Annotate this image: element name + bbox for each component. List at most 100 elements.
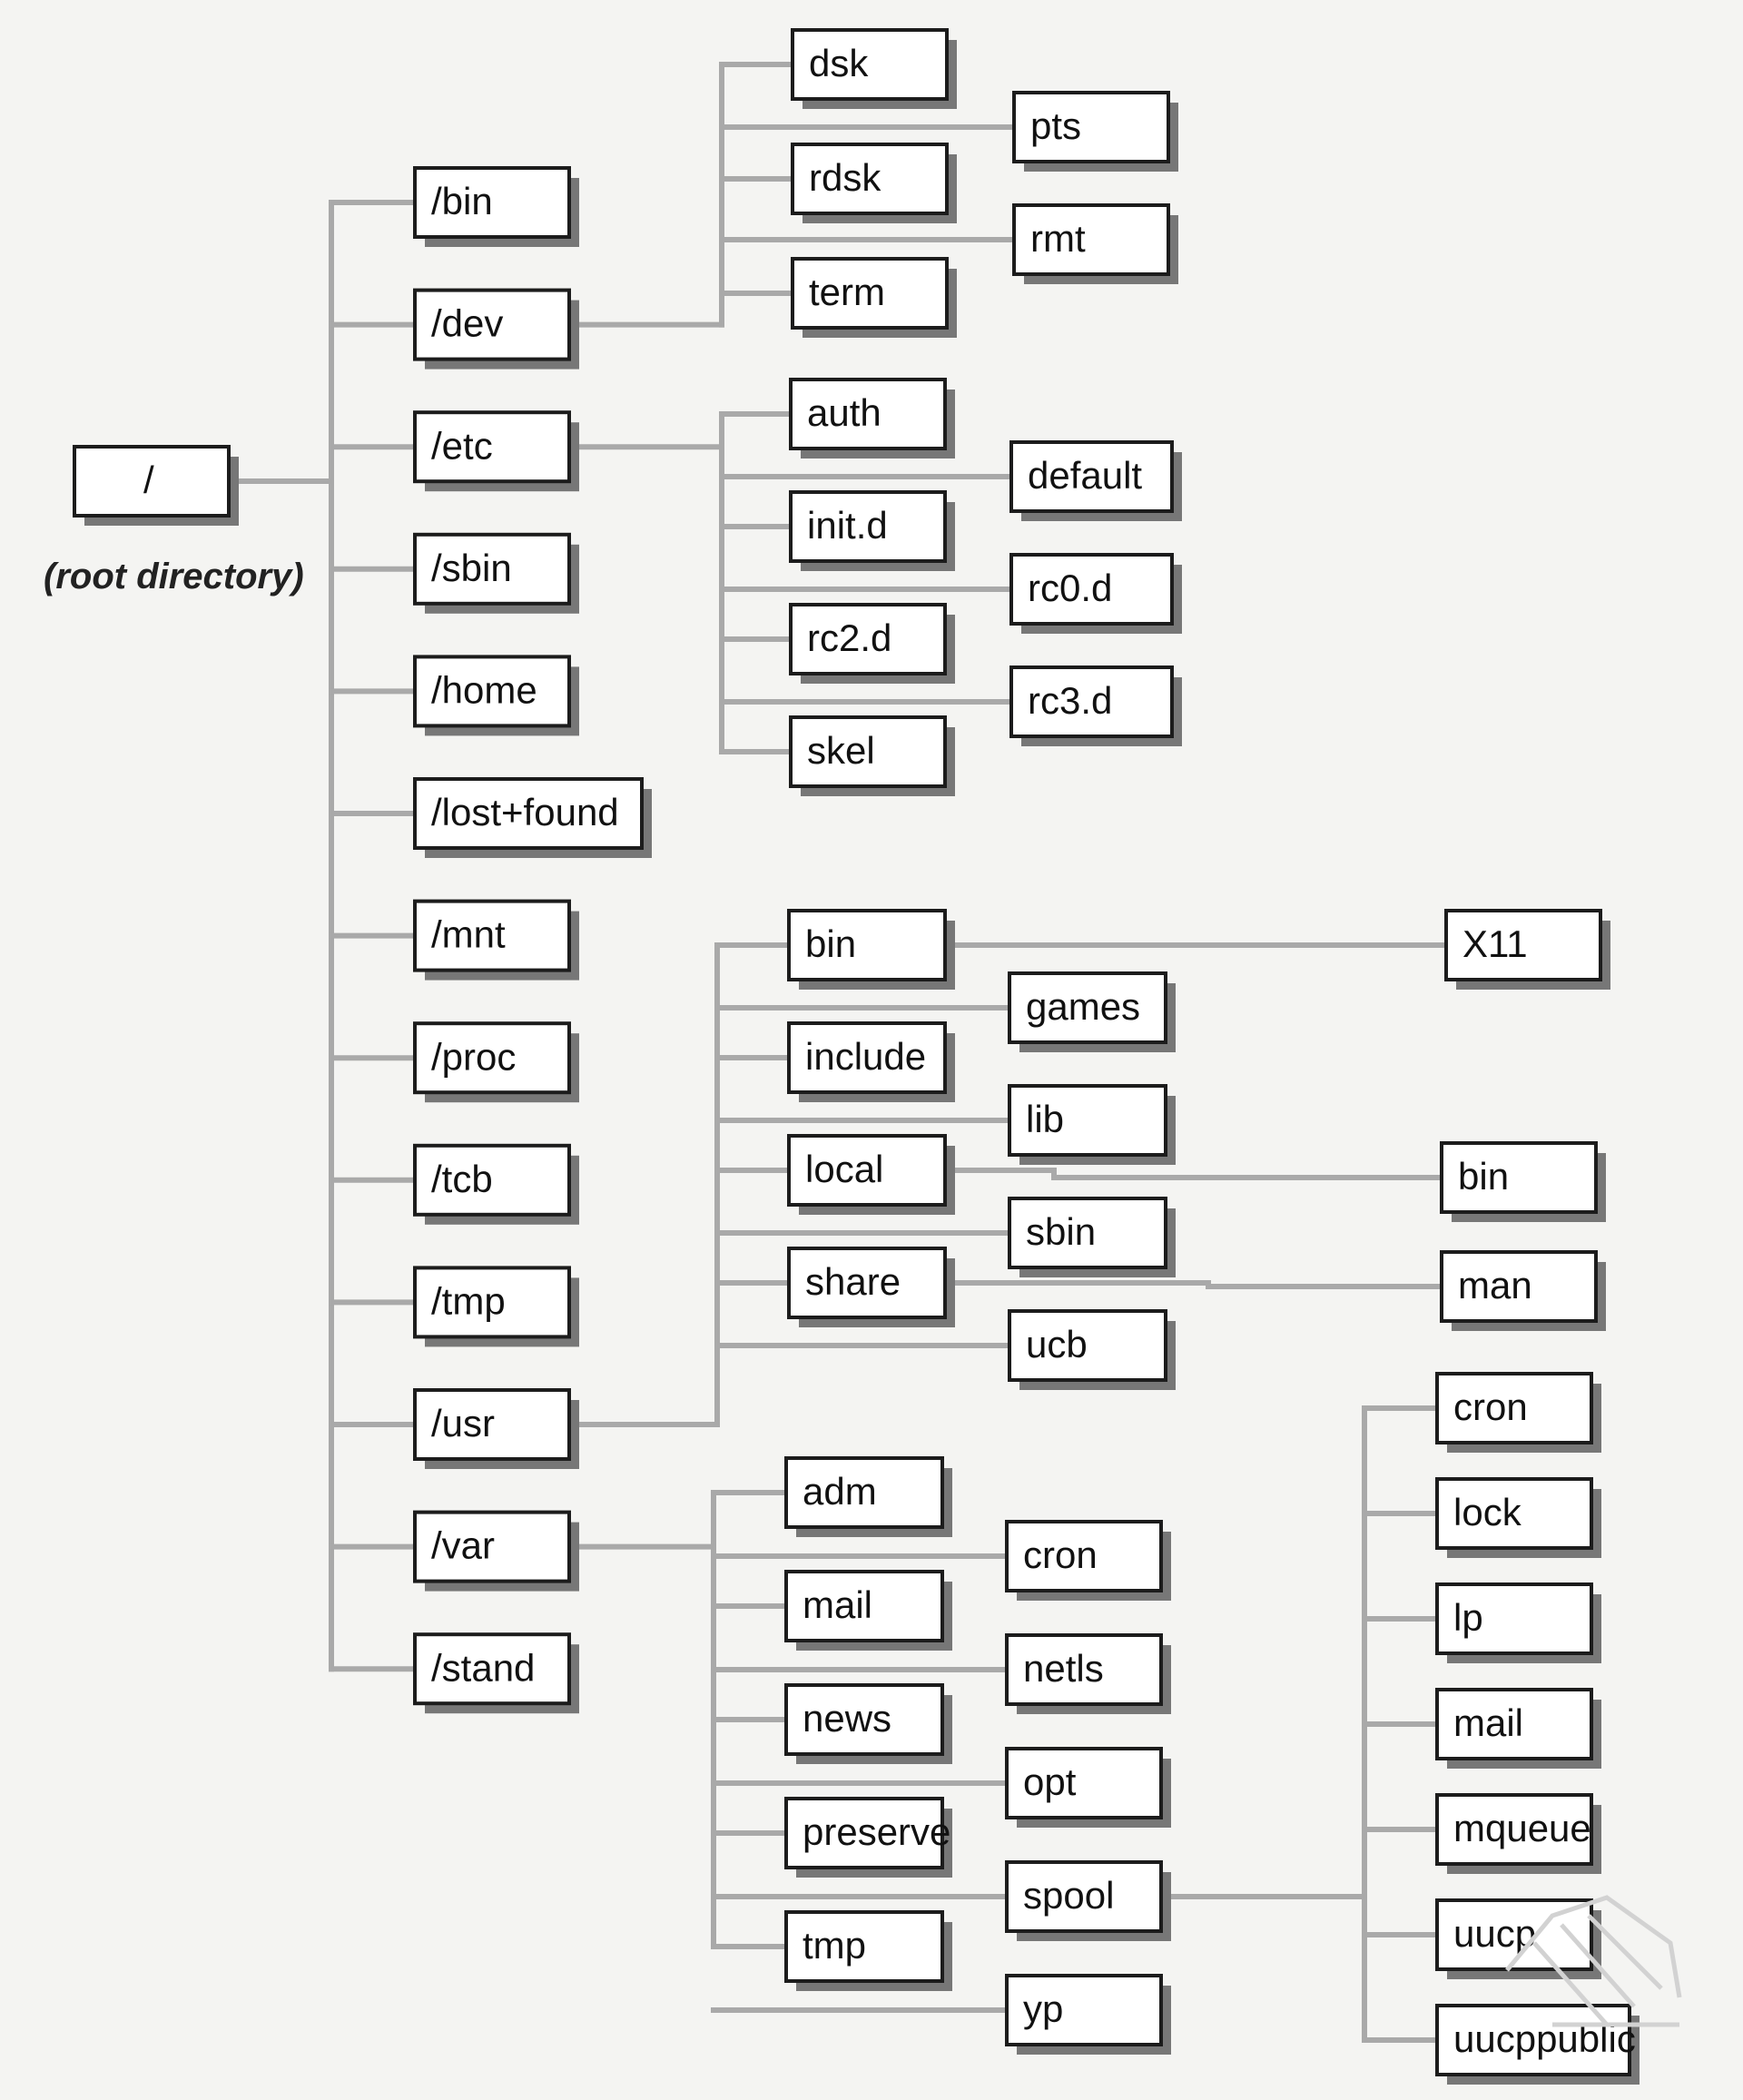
usr-local-box (787, 1134, 947, 1207)
watermark-icon (1505, 1895, 1682, 2027)
var-preserve-label: preserve (803, 1810, 950, 1853)
dir-home-box (413, 655, 571, 728)
spool-cron-box (1435, 1372, 1593, 1444)
var-spool: spool (1005, 1860, 1171, 1941)
etc-default-box (1009, 440, 1174, 513)
var-preserve: preserve (784, 1797, 952, 1878)
var-cron-label: cron (1023, 1533, 1098, 1576)
dev-rdsk-label: rdsk (809, 156, 881, 199)
usr-sbin-box (1008, 1197, 1167, 1269)
var-opt: opt (1005, 1747, 1171, 1828)
usr-bin-x11-box (1444, 909, 1602, 981)
dir-etc-label: /etc (431, 424, 493, 467)
spool-mqueue-label: mqueue (1453, 1807, 1591, 1849)
dir-proc-label: /proc (431, 1035, 516, 1078)
spool-lock: lock (1435, 1477, 1601, 1558)
dir-etc: /etc (413, 410, 579, 492)
usr-ucb-box (1008, 1309, 1167, 1382)
usr-share-man-label: man (1458, 1264, 1532, 1306)
dir-dev-label: /dev (431, 302, 503, 345)
spool-lock-box (1435, 1477, 1593, 1550)
dev-dsk-box (791, 28, 949, 101)
var-yp-label: yp (1023, 1987, 1063, 2030)
dir-mnt-label: /mnt (431, 913, 506, 956)
spool-mqueue-box (1435, 1793, 1593, 1866)
dir-var: /var (413, 1510, 579, 1592)
dir-tcb-box (413, 1143, 571, 1217)
usr-local-label: local (805, 1148, 883, 1190)
etc-auth-label: auth (807, 391, 881, 434)
var-opt-label: opt (1023, 1760, 1077, 1803)
usr-local-bin: bin (1440, 1141, 1606, 1222)
usr-include: include (787, 1021, 955, 1102)
dir-lost-found-label: /lost+found (431, 791, 619, 833)
var-mail-label: mail (803, 1583, 872, 1626)
etc-auth: auth (789, 378, 955, 458)
etc-default-label: default (1028, 454, 1142, 497)
usr-share-man: man (1440, 1250, 1606, 1331)
var-spool-box (1005, 1860, 1163, 1933)
etc-rc2-d-box (789, 603, 947, 675)
var-yp-box (1005, 1974, 1163, 2046)
var-adm: adm (784, 1456, 952, 1537)
var-cron-box (1005, 1520, 1163, 1592)
usr-local: local (787, 1134, 955, 1215)
etc-skel: skel (789, 715, 955, 796)
var-news-box (784, 1683, 944, 1756)
usr-games-box (1008, 971, 1167, 1044)
dir-tmp-box (413, 1266, 571, 1339)
caption-layer: (root directory) (44, 557, 304, 596)
usr-bin-x11: X11 (1444, 909, 1610, 990)
var-news: news (784, 1683, 952, 1764)
etc-init-d: init.d (789, 490, 955, 571)
var-netls-box (1005, 1633, 1163, 1706)
etc-auth-box (789, 378, 947, 450)
dir-usr-label: /usr (431, 1402, 495, 1444)
dev-term: term (791, 257, 957, 338)
usr-lib: lib (1008, 1084, 1176, 1165)
spool-mail-box (1435, 1688, 1593, 1760)
usr-local-bin-box (1440, 1141, 1598, 1214)
dir-tcb-label: /tcb (431, 1158, 493, 1200)
etc-rc2-d-label: rc2.d (807, 616, 891, 659)
var-mail-box (784, 1570, 944, 1642)
dir-tmp-label: /tmp (431, 1279, 506, 1322)
spool-cron-label: cron (1453, 1385, 1528, 1428)
dev-dsk-label: dsk (809, 42, 869, 84)
dir-lost-found-box (413, 777, 644, 850)
var-adm-label: adm (803, 1470, 877, 1513)
usr-sbin: sbin (1008, 1197, 1176, 1277)
etc-init-d-box (789, 490, 947, 563)
directory-nodes: //bin/dev/etc/sbin/home/lost+found/mnt/p… (73, 28, 1640, 2085)
spool-lock-label: lock (1453, 1491, 1522, 1533)
spool-lp: lp (1435, 1582, 1601, 1663)
dev-rmt-label: rmt (1030, 217, 1086, 260)
connector-lines (226, 62, 1449, 2043)
var-tmp: tmp (784, 1910, 952, 1991)
usr-include-label: include (805, 1035, 926, 1078)
usr-share-label: share (805, 1260, 901, 1303)
usr-bin-box (787, 909, 947, 981)
etc-rc0-d-label: rc0.d (1028, 567, 1112, 609)
usr-local-bin-label: bin (1458, 1155, 1509, 1198)
var-opt-box (1005, 1747, 1163, 1819)
etc-rc2-d: rc2.d (789, 603, 955, 684)
var-mail: mail (784, 1570, 952, 1651)
dir-etc-box (413, 410, 571, 484)
var-yp: yp (1005, 1974, 1171, 2055)
etc-rc3-d-label: rc3.d (1028, 679, 1112, 722)
dir-bin-box (413, 166, 571, 239)
etc-rc0-d-box (1009, 553, 1174, 626)
dir-tmp: /tmp (413, 1266, 579, 1347)
etc-skel-label: skel (807, 729, 875, 772)
dir-dev: /dev (413, 288, 579, 370)
usr-include-box (787, 1021, 947, 1094)
usr-bin-x11-label: X11 (1462, 922, 1528, 965)
etc-skel-box (789, 715, 947, 788)
usr-games-label: games (1026, 985, 1140, 1028)
dev-rmt: rmt (1012, 203, 1178, 284)
spool-mail-label: mail (1453, 1701, 1523, 1744)
root-node: / (73, 445, 239, 526)
dev-term-label: term (809, 271, 885, 313)
